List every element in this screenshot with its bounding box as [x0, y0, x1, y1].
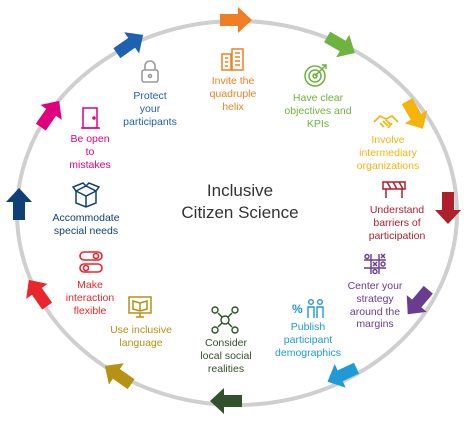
label-intermediary: Involve intermediary organizations — [356, 134, 420, 172]
center-title-line2: Citizen Science — [181, 203, 299, 223]
book-screen-icon — [128, 296, 152, 318]
arrow-flexible — [26, 279, 53, 310]
lock-icon — [141, 60, 159, 83]
center-title-line1: Inclusive — [206, 181, 274, 200]
door-icon — [81, 107, 100, 129]
arrow-protect — [113, 32, 144, 59]
center-title: Inclusive Citizen Science — [160, 180, 320, 224]
target-icon — [304, 64, 327, 87]
demographics-icon: % — [292, 299, 324, 318]
tic-tac-toe-icon — [364, 253, 386, 275]
label-invite: Invite the quadruple helix — [209, 75, 257, 113]
arrow-publish — [327, 362, 360, 388]
label-flexible: Make interaction flexible — [65, 279, 115, 317]
arrow-local — [210, 388, 242, 414]
handshake-icon — [373, 115, 399, 129]
label-margins: Center your strategy around the margins — [347, 280, 403, 331]
toggle-icon — [79, 251, 103, 273]
arrow-margins — [406, 285, 433, 315]
arrow-language — [104, 363, 135, 390]
arrow-objectives — [324, 31, 355, 58]
arrow-invite — [220, 7, 252, 33]
box-icon — [72, 182, 100, 208]
label-protect: Protect your participants — [123, 90, 177, 128]
label-local: Consider local social realities — [200, 337, 252, 375]
barrier-icon — [382, 181, 406, 198]
network-icon — [211, 306, 239, 334]
label-special: Accommodate special needs — [52, 212, 120, 237]
arrow-mistakes — [35, 100, 62, 131]
arrow-special — [6, 188, 32, 220]
label-objectives: Have clear objectives and KPIs — [284, 92, 352, 130]
label-barriers: Understand barriers of participation — [368, 204, 426, 242]
arrow-intermediary — [401, 98, 428, 129]
label-publish: Publish participant demographics — [275, 321, 341, 359]
svg-text:%: % — [292, 302, 303, 316]
arrow-barriers — [435, 192, 461, 224]
buildings-icon — [221, 48, 244, 71]
label-mistakes: Be open to mistakes — [69, 133, 111, 171]
label-language: Use inclusive language — [110, 324, 172, 349]
